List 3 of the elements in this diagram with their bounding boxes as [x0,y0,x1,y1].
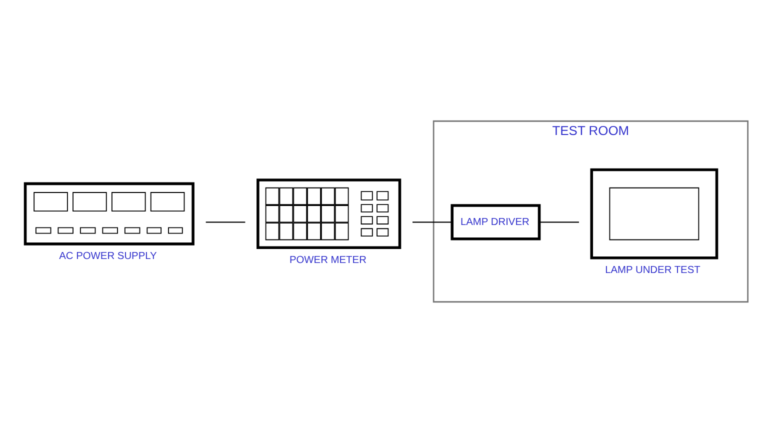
node-label: POWER METER [289,254,366,266]
node-label: LAMP UNDER TEST [605,264,700,276]
node-label: AC POWER SUPPLY [59,250,157,262]
